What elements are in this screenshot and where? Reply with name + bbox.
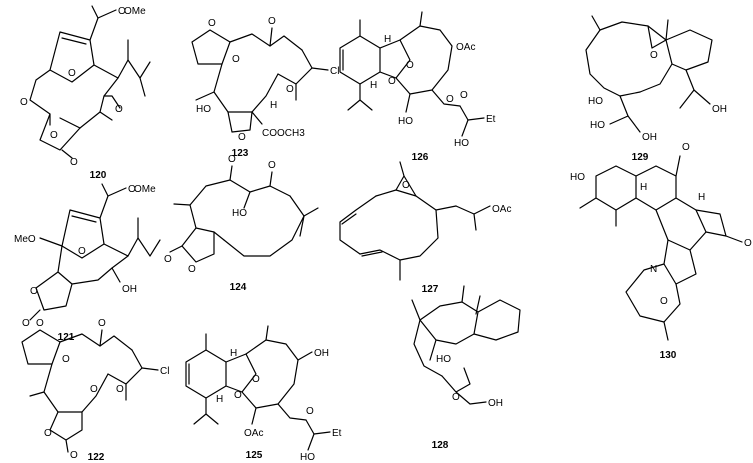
atom-label: O bbox=[252, 374, 260, 385]
structure-121: O OMe MeO O O O OH 121 bbox=[14, 183, 161, 343]
compound-id: 127 bbox=[422, 284, 439, 295]
atom-label: OMe bbox=[124, 6, 146, 17]
compound-id: 125 bbox=[246, 450, 263, 461]
atom-label: O bbox=[744, 238, 752, 249]
structure-123: O O O Cl HO O O COOCH3 H 123 bbox=[191, 16, 339, 159]
atom-label: HO bbox=[588, 96, 603, 107]
atom-label: HO bbox=[590, 120, 605, 131]
atom-label: O bbox=[68, 68, 76, 79]
atom-label: O bbox=[232, 54, 240, 65]
atom-label: OH bbox=[122, 284, 137, 295]
atom-label: O bbox=[188, 264, 196, 275]
atom-label: HO bbox=[454, 138, 469, 149]
atom-label: HO bbox=[436, 354, 451, 365]
structure-127: O OAc 127 bbox=[339, 161, 511, 295]
atom-label: H bbox=[270, 100, 277, 111]
atom-label: O bbox=[22, 318, 30, 329]
atom-label: O bbox=[452, 392, 460, 403]
atom-label: H bbox=[698, 192, 705, 203]
atom-label: O bbox=[402, 180, 410, 191]
atom-label: O bbox=[50, 130, 58, 141]
atom-label: Cl bbox=[330, 66, 339, 77]
atom-label: H bbox=[216, 394, 223, 405]
atom-label: O bbox=[115, 104, 123, 115]
structure-125: H O OH O H OAc O Et HO 125 bbox=[185, 325, 342, 463]
compound-id: 120 bbox=[90, 170, 107, 181]
atom-label: H bbox=[370, 80, 377, 91]
atom-label: OAc bbox=[244, 428, 263, 439]
atom-label: O bbox=[682, 142, 690, 153]
atom-label: H bbox=[640, 182, 647, 193]
structure-128: HO O OH 128 bbox=[411, 285, 521, 451]
atom-label: O bbox=[116, 384, 124, 395]
atom-label: O bbox=[70, 157, 78, 168]
atom-label: O bbox=[286, 84, 294, 95]
atom-label: HO bbox=[232, 208, 247, 219]
atom-label: O bbox=[62, 354, 70, 365]
atom-label: O bbox=[268, 160, 276, 171]
atom-label: O bbox=[44, 428, 52, 439]
atom-label: OH bbox=[642, 132, 657, 143]
atom-label: O bbox=[268, 16, 276, 27]
atom-label: O bbox=[78, 246, 86, 257]
atom-label: O bbox=[406, 60, 414, 71]
atom-label: O bbox=[118, 6, 126, 17]
structure-122: O O O O O O O Cl 122 bbox=[21, 318, 169, 463]
structure-126: H O OAc O H O HO O Et HO 126 bbox=[339, 11, 496, 163]
atom-label: N bbox=[650, 264, 657, 275]
atom-label: O bbox=[164, 254, 172, 265]
structure-130: HO H O H O N O 130 bbox=[570, 142, 752, 361]
atom-label: H bbox=[230, 348, 237, 359]
atom-label: O bbox=[446, 94, 454, 105]
compound-id: 126 bbox=[412, 152, 429, 163]
atom-label: O bbox=[228, 154, 236, 165]
atom-label: HO bbox=[300, 452, 315, 463]
atom-label: O bbox=[36, 318, 44, 329]
compound-id: 122 bbox=[88, 452, 105, 463]
structure-120: O OMe O O O O O 120 bbox=[20, 5, 151, 181]
atom-label: OH bbox=[712, 104, 727, 115]
atom-label: O bbox=[128, 184, 136, 195]
structure-124: O HO O O O 124 bbox=[164, 154, 319, 293]
compound-id: 124 bbox=[230, 282, 247, 293]
structure-129: O HO HO OH OH 129 bbox=[585, 15, 727, 163]
compound-id: 129 bbox=[632, 152, 649, 163]
atom-label: HO bbox=[196, 104, 211, 115]
atom-label: O bbox=[90, 384, 98, 395]
atom-label: O bbox=[70, 450, 78, 461]
compound-id: 130 bbox=[660, 350, 677, 361]
atom-label: COOCH3 bbox=[262, 128, 305, 139]
atom-label: O bbox=[98, 318, 106, 329]
atom-label: OMe bbox=[134, 184, 156, 195]
atom-label: O bbox=[306, 406, 314, 417]
atom-label: O bbox=[660, 296, 668, 307]
atom-label: HO bbox=[570, 172, 585, 183]
atom-label: O bbox=[388, 76, 396, 87]
compound-id: 121 bbox=[58, 332, 75, 343]
atom-label: Cl bbox=[160, 366, 169, 377]
atom-label: H bbox=[384, 34, 391, 45]
atom-label: O bbox=[650, 50, 658, 61]
atom-label: O bbox=[460, 90, 468, 101]
atom-label: O bbox=[234, 390, 242, 401]
atom-label: OAc bbox=[456, 42, 475, 53]
atom-label: OAc bbox=[492, 204, 511, 215]
atom-label: HO bbox=[398, 116, 413, 127]
atom-label: O bbox=[20, 97, 28, 108]
compound-id: 128 bbox=[432, 440, 449, 451]
atom-label: Et bbox=[332, 428, 342, 439]
atom-label: Et bbox=[486, 114, 496, 125]
atom-label: OH bbox=[488, 398, 503, 409]
atom-label: O bbox=[30, 286, 38, 297]
compound-id: 123 bbox=[232, 148, 249, 159]
atom-label: MeO bbox=[14, 234, 36, 245]
atom-label: O bbox=[238, 132, 246, 143]
atom-label: OH bbox=[314, 348, 329, 359]
atom-label: O bbox=[208, 18, 216, 29]
